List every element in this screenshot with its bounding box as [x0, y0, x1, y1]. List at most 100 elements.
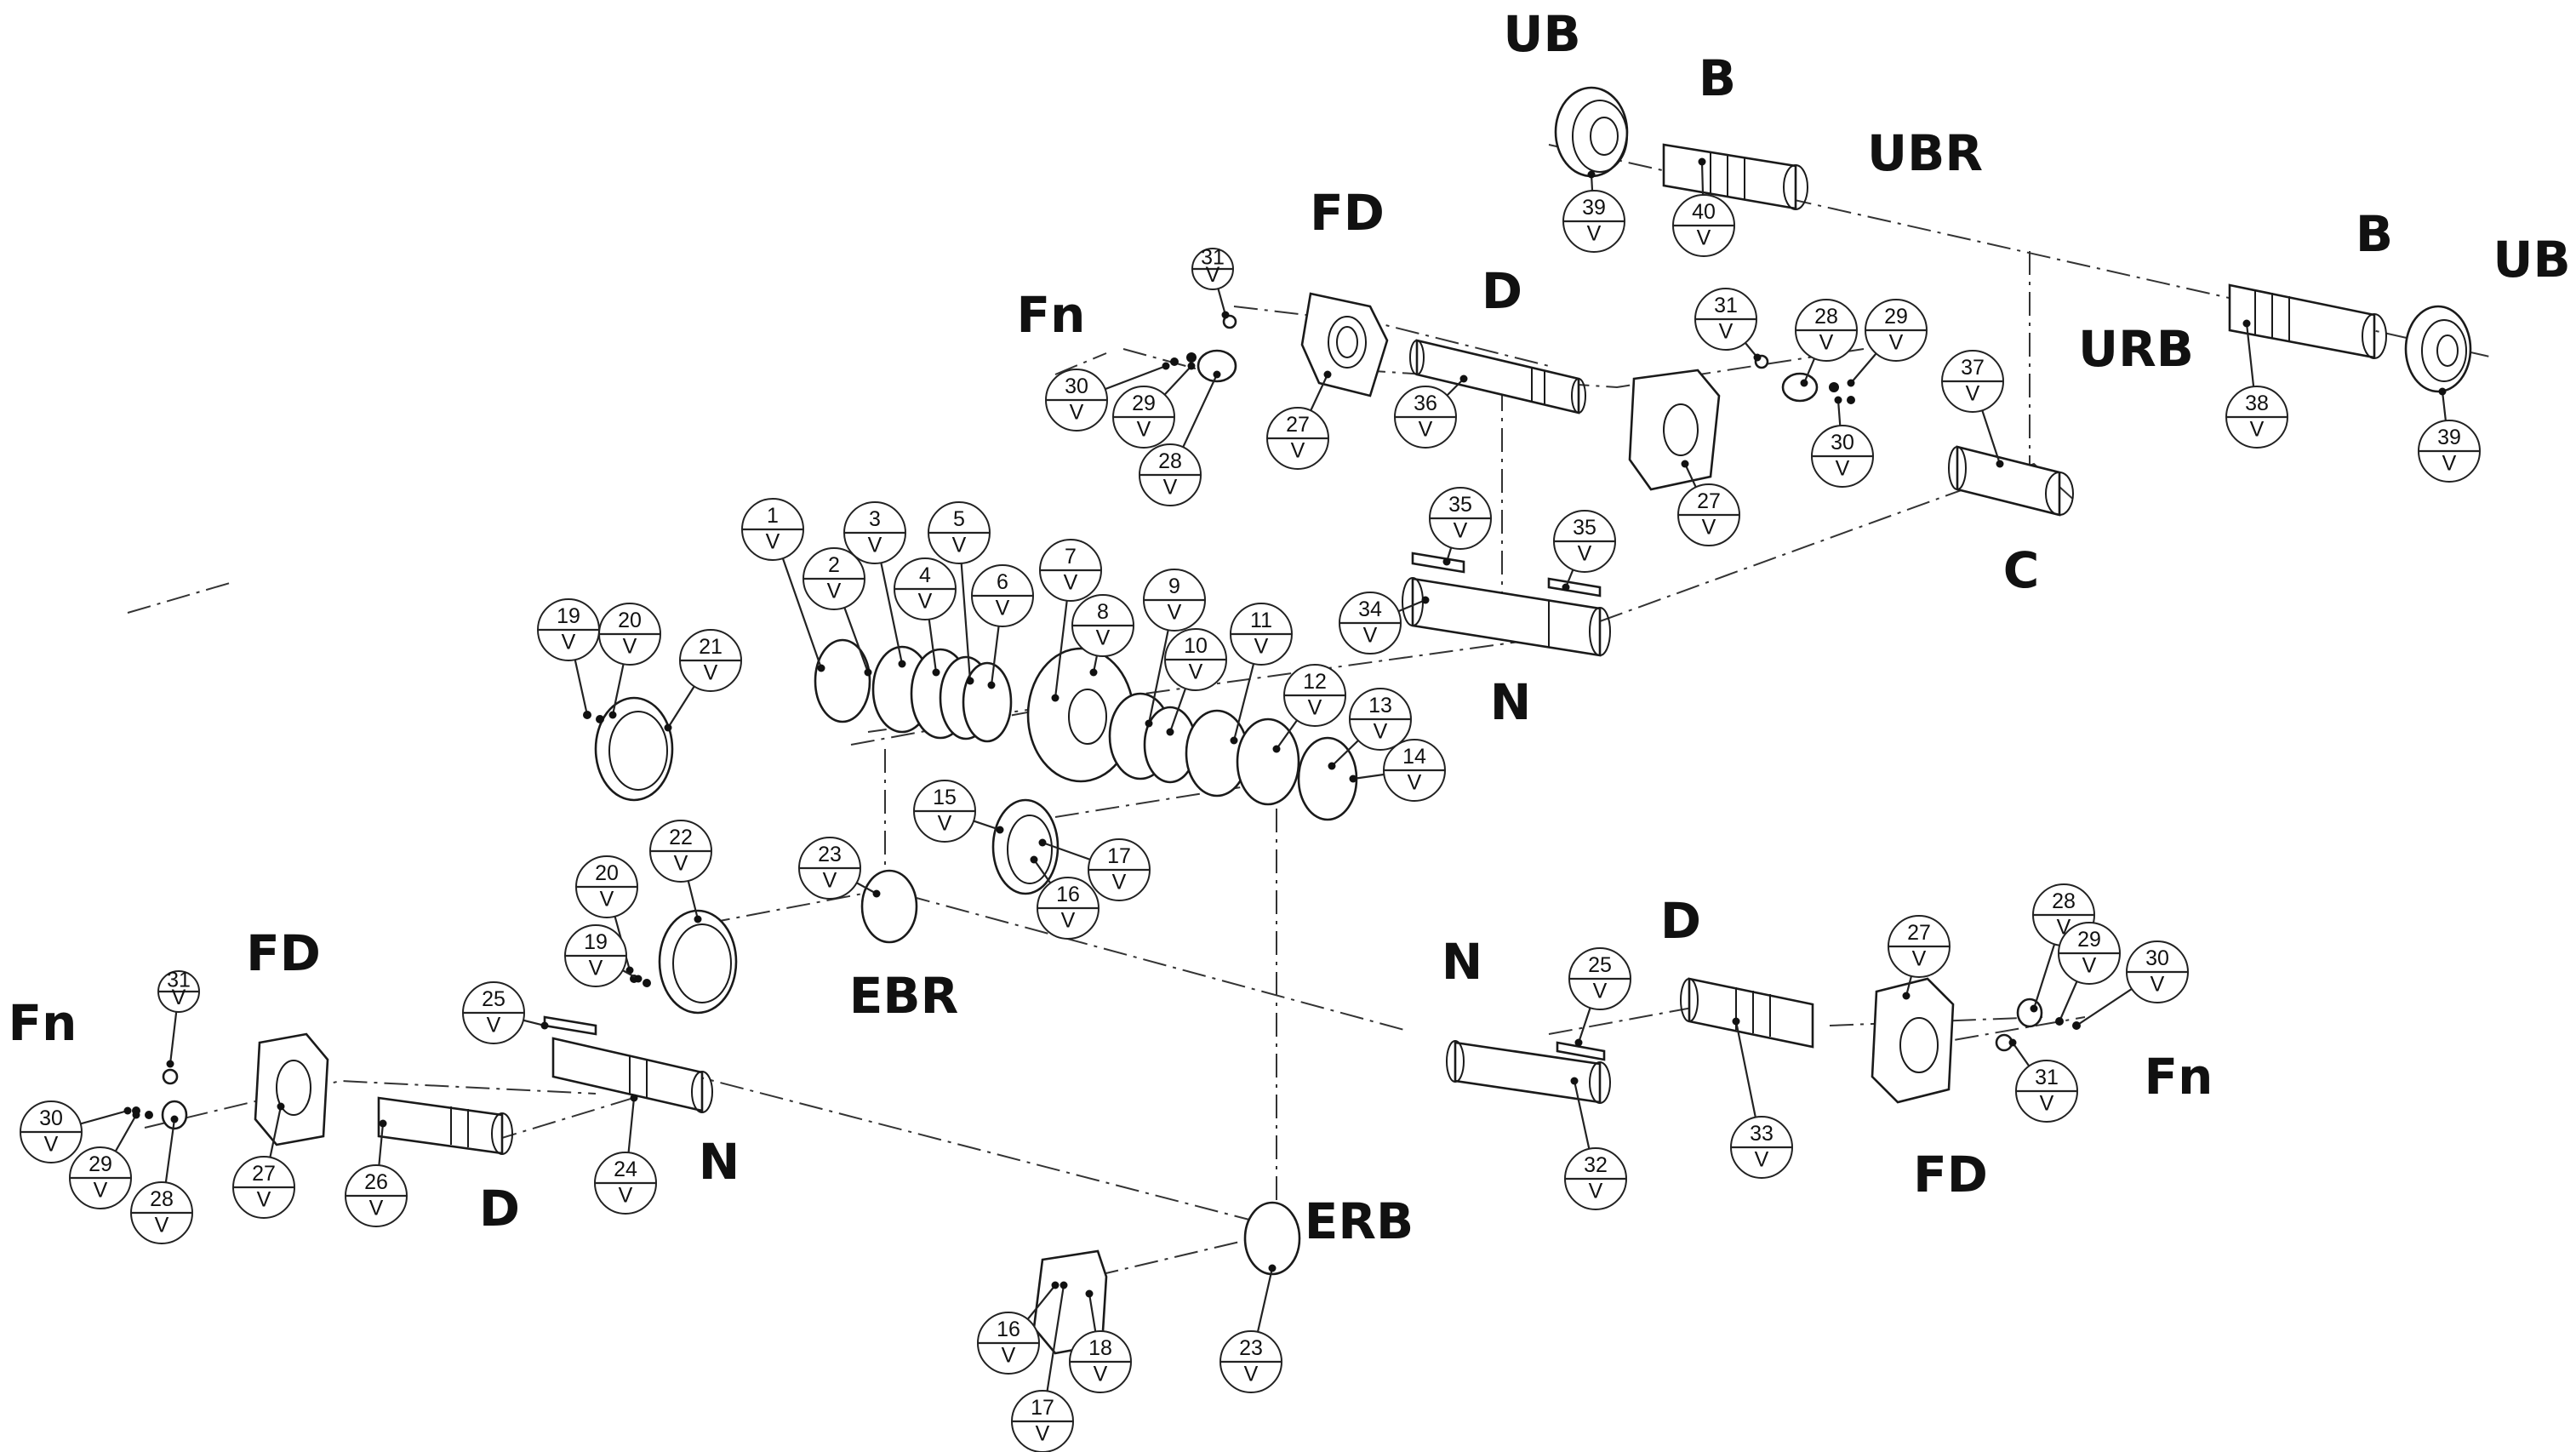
balloon-sublabel: V — [94, 1178, 108, 1202]
balloon-item-number: 29 — [2077, 928, 2101, 952]
balloon-callout: 5V — [928, 501, 991, 685]
balloon-leader-dot — [1323, 370, 1332, 379]
balloon-callout: 16V — [1030, 855, 1100, 940]
balloon-callout: 38V — [2225, 319, 2288, 449]
balloon-sublabel: V — [44, 1132, 59, 1156]
label-fn-top: Fn — [1017, 286, 1086, 344]
balloon-item-number: 11 — [1250, 609, 1272, 632]
balloon-item-number: 29 — [89, 1152, 112, 1176]
bushing-b-right — [2228, 283, 2387, 359]
balloon-sublabel: V — [1163, 475, 1178, 499]
balloon-sublabel: V — [1454, 518, 1468, 542]
balloon-leader-dot — [540, 1021, 549, 1030]
balloon-sublabel: V — [1189, 660, 1203, 683]
disc-erb — [1243, 1201, 1301, 1276]
balloon-leader-dot — [1187, 362, 1196, 370]
balloon-leader-dot — [1698, 157, 1706, 166]
balloon-item-number: 16 — [997, 1318, 1020, 1341]
balloon-leader-dot — [1570, 1077, 1579, 1085]
balloon-callout: 31V — [2008, 1038, 2078, 1123]
balloon-leader-dot — [1442, 557, 1451, 566]
balloon-item-number: 7 — [1065, 545, 1077, 569]
balloon-item-number: 27 — [252, 1162, 276, 1186]
label-c: C — [2003, 541, 2040, 599]
balloon-callout: 29V — [69, 1111, 140, 1209]
balloon-sublabel: V — [1702, 515, 1716, 539]
flange-fd-left — [254, 1032, 329, 1146]
label-fd-right: FD — [1913, 1146, 1988, 1203]
balloon-callout: 30V — [1045, 362, 1170, 432]
balloon-sublabel: V — [2250, 417, 2265, 441]
balloon-item-number: 36 — [1414, 392, 1437, 415]
balloon-item-number: 19 — [557, 604, 580, 628]
shaft-n-left — [543, 1015, 713, 1113]
balloon-item-number: 27 — [1286, 413, 1310, 437]
balloon-item-number: 23 — [1239, 1336, 1263, 1360]
cover-22 — [658, 909, 738, 1015]
balloon-sublabel: V — [1137, 417, 1151, 441]
balloon-leader-dot — [2030, 1004, 2038, 1013]
balloon-callout: 31V — [157, 969, 200, 1068]
balloon-item-number: 31 — [2035, 1066, 2059, 1089]
balloon-callout: 39V — [1562, 170, 1625, 253]
shaft-n-mid — [1402, 552, 1611, 657]
balloon-sublabel: V — [1036, 1421, 1050, 1445]
balloon-item-number: 29 — [1132, 392, 1156, 415]
balloon-sublabel: V — [562, 630, 576, 654]
balloon-leader-dot — [1349, 775, 1357, 783]
balloon-sublabel: V — [766, 529, 780, 553]
balloon-sublabel: V — [1966, 381, 1980, 405]
balloon-callout: 35V — [1429, 487, 1492, 566]
balloon-sublabel: V — [1363, 623, 1378, 647]
balloon-callout: 29V — [1112, 362, 1196, 449]
balloon-item-number: 38 — [2245, 392, 2269, 415]
balloon-callout: 27V — [1888, 915, 1951, 1000]
balloon-sublabel: V — [1836, 456, 1850, 480]
balloon-sublabel: V — [674, 851, 688, 875]
label-erb: ERB — [1305, 1192, 1414, 1250]
balloon-leader-dot — [817, 664, 825, 672]
balloon-callout: 3V — [843, 501, 906, 668]
balloon-leader-dot — [872, 889, 881, 898]
balloon-callout: 6V — [971, 564, 1034, 689]
balloon-callout: 30V — [20, 1100, 132, 1163]
ring-stack — [814, 638, 1358, 821]
balloon-callout: 28V — [130, 1115, 193, 1244]
balloon-leader-dot — [630, 1094, 638, 1102]
balloon-leader-dot — [1162, 362, 1170, 370]
balloon-callout: 1V — [741, 498, 825, 672]
balloon-sublabel: V — [1168, 600, 1182, 624]
balloon-leader-dot — [1268, 1264, 1277, 1272]
balloon-item-number: 31 — [1714, 294, 1738, 317]
balloon-item-number: 39 — [2437, 426, 2461, 449]
balloon-callout: 22V — [649, 820, 712, 923]
balloon-item-number: 17 — [1107, 844, 1131, 868]
balloon-item-number: 3 — [869, 507, 881, 531]
balloon-item-number: 30 — [39, 1106, 63, 1130]
balloon-sublabel: V — [2150, 972, 2165, 996]
label-fd-left: FD — [246, 924, 321, 982]
balloon-callout: 19V — [537, 598, 600, 719]
balloon-callout: 32V — [1564, 1077, 1627, 1210]
balloon-sublabel: V — [827, 579, 842, 603]
balloon-item-number: 39 — [1582, 196, 1606, 220]
balloon-sublabel: V — [2442, 451, 2457, 475]
balloon-callout: 33V — [1730, 1017, 1793, 1179]
label-urb: URB — [2078, 320, 2194, 378]
balloon-leader-dot — [123, 1106, 132, 1115]
balloon-leader-dot — [1574, 1038, 1583, 1047]
balloon-sublabel: V — [155, 1213, 169, 1237]
balloon-callout: 29V — [1847, 299, 1928, 387]
balloon-sublabel: V — [1206, 263, 1220, 287]
label-fd-top: FD — [1310, 184, 1385, 242]
balloon-leader-dot — [1051, 1281, 1060, 1289]
balloon-sublabel: V — [996, 596, 1010, 620]
balloon-item-number: 2 — [828, 553, 840, 577]
balloon-callout: 31V — [1694, 288, 1762, 362]
balloon-item-number: 17 — [1031, 1396, 1054, 1420]
balloon-leader-dot — [583, 711, 591, 719]
balloon-callout: 31V — [1191, 246, 1234, 319]
balloon-leader-dot — [1328, 762, 1336, 770]
label-n-left: N — [699, 1133, 740, 1191]
balloon-item-number: 15 — [933, 786, 957, 809]
